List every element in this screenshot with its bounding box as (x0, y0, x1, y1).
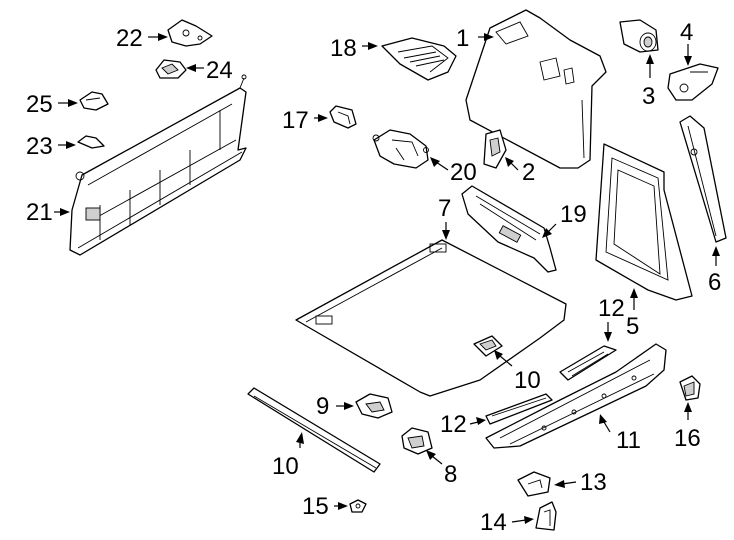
part-15-fastener (349, 499, 367, 513)
callout-6: 6 (708, 269, 721, 296)
part-16-clip (679, 375, 701, 401)
part-10-floor-handle (473, 335, 503, 357)
callout-24: 24 (206, 57, 233, 84)
callout-16: 16 (674, 425, 701, 452)
callout-3: 3 (642, 83, 655, 110)
part-22-bracket (167, 19, 213, 47)
callout-15: 15 (302, 493, 329, 520)
part-17-clip (329, 105, 357, 129)
part-3-power-socket (619, 19, 659, 53)
part-8-latch (401, 427, 433, 455)
part-25-clip (79, 91, 109, 111)
callout-12-lower: 12 (440, 411, 467, 438)
callout-8: 8 (444, 461, 457, 488)
part-21-cargo-partition (69, 74, 247, 256)
callout-23: 23 (26, 133, 53, 160)
callout-7: 7 (438, 195, 451, 222)
callout-22: 22 (116, 25, 143, 52)
part-4-bracket (667, 63, 719, 101)
callout-17: 17 (282, 107, 309, 134)
callout-21: 21 (26, 199, 53, 226)
part-10-rail (247, 387, 381, 473)
callout-2: 2 (522, 159, 535, 186)
callout-10-handle: 10 (514, 367, 541, 394)
part-2-bezel (483, 129, 507, 169)
callout-12-upper: 12 (598, 295, 625, 322)
callout-labels: 1 2 3 4 5 6 7 8 9 10 10 11 12 12 13 14 1… (26, 19, 721, 536)
part-14-hook (535, 501, 557, 531)
callout-9: 9 (316, 393, 329, 420)
callout-25: 25 (26, 91, 53, 118)
part-9-handle (355, 393, 393, 419)
callout-4: 4 (680, 19, 693, 46)
part-23-clip (77, 135, 105, 149)
callout-1: 1 (456, 25, 469, 52)
part-12-sill-strip-lower (485, 393, 553, 425)
part-13-clip (517, 471, 551, 497)
callout-5: 5 (626, 313, 639, 340)
callout-19: 19 (560, 201, 587, 228)
part-5-side-panel (595, 143, 693, 301)
callout-10-rail: 10 (272, 453, 299, 480)
part-20-bracket (372, 129, 429, 169)
callout-14: 14 (480, 509, 507, 536)
callout-18: 18 (330, 35, 357, 62)
leader-lines (54, 33, 720, 524)
part-18-storage-tray (381, 37, 457, 81)
callout-11: 11 (616, 427, 641, 454)
part-24-clip (155, 59, 187, 79)
part-12-sill-strip-upper (559, 345, 617, 381)
part-11-sill-plate (485, 343, 667, 449)
part-6-trim-strip (679, 115, 727, 243)
part-19-rail-bracket (461, 185, 557, 273)
callout-20: 20 (450, 159, 477, 186)
part-1-side-trim-panel (465, 9, 607, 169)
callout-13: 13 (580, 469, 607, 496)
